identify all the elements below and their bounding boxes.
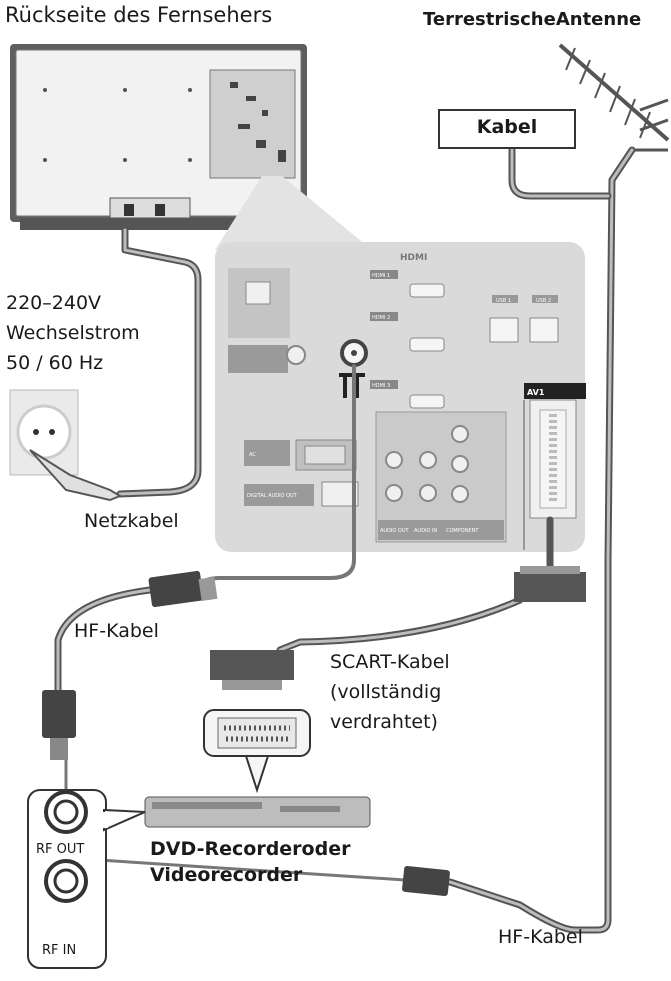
device-label-2: Videorecorder [150, 864, 303, 886]
panel-hdmi3: HDMI 3 [372, 383, 390, 389]
tv-back-label: Rückseite des Fernsehers [5, 3, 273, 27]
antenna-illustration [558, 43, 670, 152]
scart-label-1: SCART-Kabel [330, 651, 450, 673]
rf-cable-bottom [66, 856, 407, 882]
panel-audio-out: AUDIO OUT [380, 528, 410, 534]
rf-plug-bottom [402, 865, 450, 897]
rf-plug-top [148, 570, 218, 608]
power-cable-label: Netzkabel [84, 510, 179, 532]
scart-socket-zoom [203, 709, 311, 794]
panel-hdmi1: HDMI 1 [372, 273, 390, 279]
ac-label: Wechselstrom [6, 322, 140, 344]
scart-label-2: (vollständig [330, 681, 442, 703]
scart-label-3: verdrahtet) [330, 711, 438, 733]
tv-back-illustration [10, 44, 307, 230]
voltage-label: 220–240V [6, 292, 102, 314]
panel-ac: AC [249, 452, 256, 458]
power-cord [116, 226, 202, 498]
panel-component: COMPONENT [446, 528, 479, 534]
device-label-1: DVD-Recorderoder [150, 838, 351, 860]
wall-socket [9, 389, 123, 502]
terminal-panel [215, 242, 586, 552]
rf-socket-box [27, 789, 146, 969]
rf-in-label: RF IN [42, 943, 77, 958]
panel-usb2: USB 2 [536, 298, 551, 304]
panel-hdmi-logo: HDMI [400, 253, 427, 263]
panel-audio-in: AUDIO IN [414, 528, 437, 534]
dvd-recorder [144, 796, 371, 828]
rf-plug-middle [42, 690, 76, 760]
scart-plug-recorder [210, 650, 294, 690]
panel-av1: AV1 [527, 388, 545, 397]
cable-label: Kabel [476, 116, 538, 138]
panel-digital-audio: DIGITAL AUDIO OUT [247, 493, 298, 499]
rf-out-label: RF OUT [36, 842, 85, 857]
frequency-label: 50 / 60 Hz [6, 352, 104, 374]
antenna-label: TerrestrischeAntenne [423, 9, 642, 30]
rf-cable-bottom-label: HF-Kabel [498, 926, 583, 948]
panel-hdmi2: HDMI 2 [372, 315, 390, 321]
rf-cable-top-label: HF-Kabel [74, 620, 159, 642]
cable-label-box [438, 109, 576, 149]
zoom-wedge [215, 176, 372, 250]
scart-plug-tv [514, 566, 586, 602]
panel-usb1: USB 1 [496, 298, 511, 304]
